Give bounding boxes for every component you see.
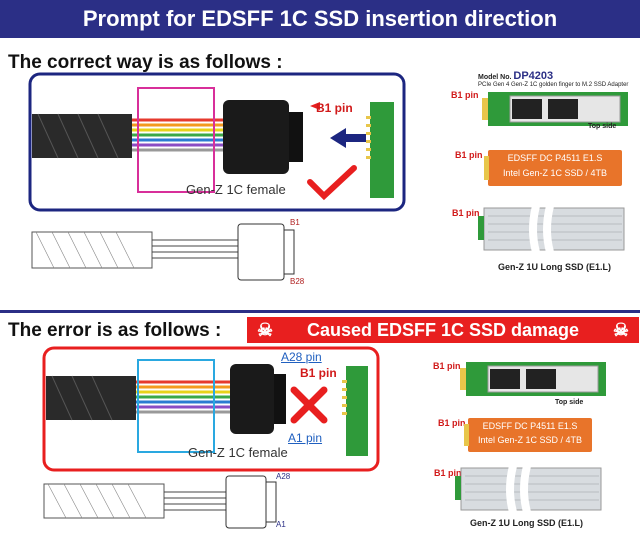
rb-top-side: Top side <box>555 399 584 406</box>
m2-adapter-image <box>482 92 628 126</box>
error-a28-pin-label: A28 pin <box>281 350 322 364</box>
rb-b1-pin-2: B1 pin <box>438 418 466 428</box>
arrow-left-icon <box>330 128 366 148</box>
adapter-pcb <box>370 102 394 198</box>
e1l-ssd-image <box>478 206 625 254</box>
rb-ssd-line2: Intel Gen-Z 1C SSD / 4TB <box>477 435 583 445</box>
correct-line-drawing <box>31 223 295 281</box>
damage-warning-banner: ☠ Caused EDSFF 1C SSD damage ☠ <box>247 317 639 343</box>
error-photo-frame <box>42 346 380 472</box>
model-prefix: Model No. <box>478 74 512 81</box>
correct-photo-frame <box>28 72 406 212</box>
page-title: Prompt for EDSFF 1C SSD insertion direct… <box>0 0 640 38</box>
error-b1-pin-label: B1 pin <box>300 366 337 380</box>
skull-icon: ☠ <box>257 320 274 340</box>
error-drawing-a1: A1 <box>276 520 286 529</box>
correct-drawing-b28: B28 <box>290 277 305 286</box>
rb-e1s-ssd-image <box>464 418 592 452</box>
rt-b1-pin-3: B1 pin <box>452 208 480 218</box>
rb-b1-pin-3: B1 pin <box>434 468 462 478</box>
correct-female-label: Gen-Z 1C female <box>186 182 286 197</box>
correct-section-title: The correct way is as follows : <box>8 52 283 73</box>
checkmark-icon <box>307 165 357 201</box>
rb-ssd-line1: EDSFF DC P4511 E1.S <box>482 421 578 431</box>
rt-b1-pin-2: B1 pin <box>455 150 483 160</box>
rt-top-side: Top side <box>588 123 617 130</box>
rb-b1-pin-1: B1 pin <box>433 361 461 371</box>
correct-drawing-b1: B1 <box>290 218 300 227</box>
error-a1-pin-label: A1 pin <box>288 431 323 445</box>
rt-b1-pin-1: B1 pin <box>451 90 479 100</box>
error-x-icon <box>290 386 328 424</box>
colored-wires <box>132 118 223 152</box>
rt-long-ssd: Gen-Z 1U Long SSD (E1.L) <box>498 262 612 272</box>
skull-icon: ☠ <box>612 320 629 340</box>
error-line-drawing <box>43 475 277 529</box>
error-drawing-a28: A28 <box>276 472 291 481</box>
model-number: DP4203 <box>513 70 554 82</box>
rb-long-ssd: Gen-Z 1U Long SSD (E1.L) <box>470 518 584 528</box>
correct-b1-pin-label: B1 pin <box>316 101 353 115</box>
rb-m2-adapter-image <box>460 362 606 396</box>
rt-ssd-line2: Intel Gen-Z 1C SSD / 4TB <box>502 168 608 178</box>
damage-warning-text: Caused EDSFF 1C SSD damage <box>306 320 580 340</box>
adapter-description: PCIe Gen 4 Gen-Z 1C golden finger to M.2… <box>478 82 629 88</box>
braided-cable <box>32 114 132 158</box>
error-section-title: The error is as follows : <box>8 320 222 341</box>
rb-e1l-ssd-image <box>455 466 602 514</box>
error-female-label: Gen-Z 1C female <box>188 445 288 460</box>
rt-ssd-line1: EDSFF DC P4511 E1.S <box>507 153 603 163</box>
connector-body <box>223 100 289 174</box>
section-divider <box>0 310 640 313</box>
e1s-ssd-image <box>484 150 622 186</box>
